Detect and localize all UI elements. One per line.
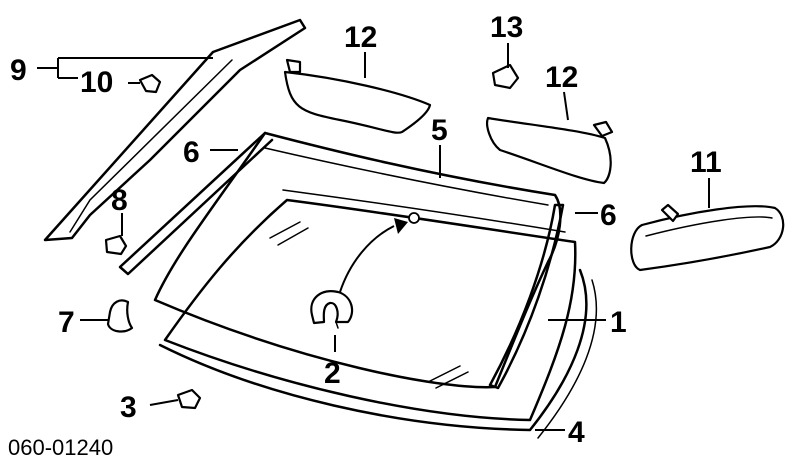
- pillar-clip: [104, 234, 128, 256]
- callout-6-right: 6: [600, 199, 617, 232]
- mount-point: [408, 212, 420, 224]
- pillar-trim: [43, 18, 307, 242]
- callout-2: 2: [324, 357, 341, 390]
- callout-12-left: 12: [344, 21, 377, 54]
- cowl-bracket: [106, 299, 134, 333]
- mount-arrow: [339, 218, 408, 293]
- windshield-glass: [163, 189, 577, 422]
- callout-6-left: 6: [183, 136, 200, 169]
- callout-11: 11: [690, 146, 722, 179]
- mirror-mount: [310, 290, 354, 329]
- callout-3: 3: [120, 391, 137, 424]
- callout-7: 7: [58, 306, 75, 339]
- sun-visor-right: [486, 116, 614, 185]
- callout-5: 5: [431, 114, 448, 147]
- rearview-mirror: [630, 203, 785, 272]
- windshield-seal: [158, 268, 598, 439]
- callout-1: 1: [610, 306, 627, 339]
- callout-12-right: 12: [545, 61, 578, 94]
- leader-lines: [37, 43, 710, 431]
- windshield-frame: [153, 131, 562, 389]
- callout-10: 10: [80, 66, 113, 99]
- visor-clip: [491, 63, 520, 90]
- retainer-clip: [176, 388, 202, 410]
- diagram-code: 060-01240: [8, 435, 113, 460]
- trim-clip: [138, 73, 162, 94]
- side-molding-left: [118, 131, 274, 276]
- side-molding-right: [488, 203, 565, 390]
- callout-8: 8: [111, 184, 128, 217]
- callout-13: 13: [490, 11, 523, 44]
- callout-9: 9: [10, 54, 27, 87]
- callout-4: 4: [568, 416, 585, 449]
- sun-visor-left: [283, 58, 432, 134]
